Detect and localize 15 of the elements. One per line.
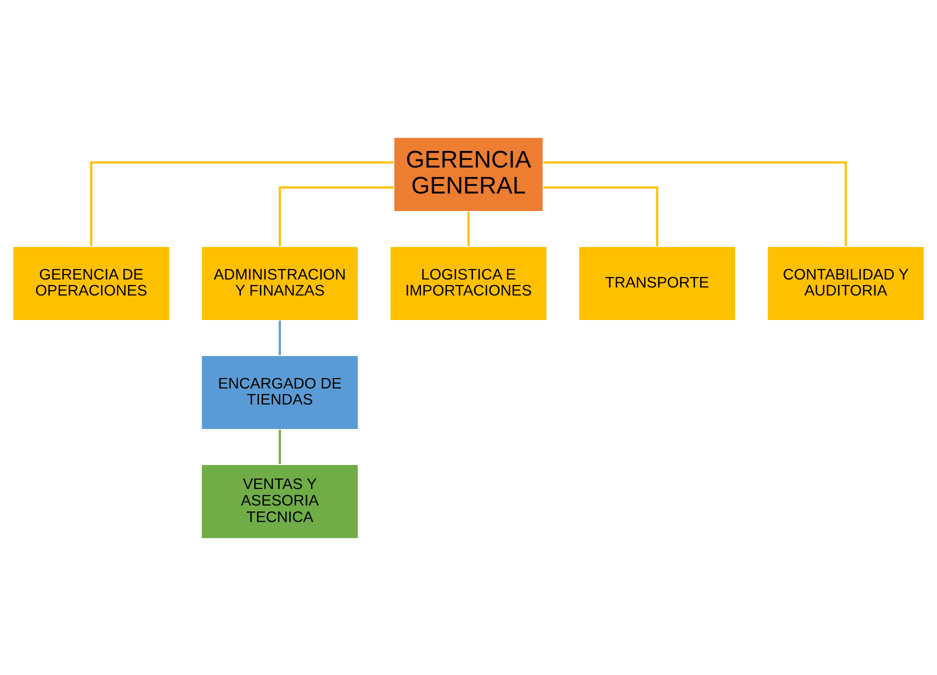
- connector: [467, 211, 470, 246]
- connector: [90, 160, 394, 246]
- connector: [278, 320, 281, 355]
- connector: [544, 186, 658, 246]
- node-box: CONTABILIDAD Y AUDITORIA: [766, 245, 925, 321]
- connector: [544, 160, 847, 246]
- node-box: LOGISTICA E IMPORTACIONES: [389, 245, 548, 321]
- node-box: TRANSPORTE: [578, 245, 736, 321]
- node-box: ENCARGADO DE TIENDAS: [200, 354, 359, 430]
- connector: [278, 429, 281, 464]
- node-box: GERENCIA GENERAL: [393, 136, 544, 212]
- node-box: VENTAS Y ASESORIA TECNICA: [200, 463, 359, 539]
- node-box: GERENCIA DE OPERACIONES: [12, 245, 170, 321]
- connector: [278, 186, 394, 246]
- node-box: ADMINISTRACION Y FINANZAS: [200, 245, 359, 321]
